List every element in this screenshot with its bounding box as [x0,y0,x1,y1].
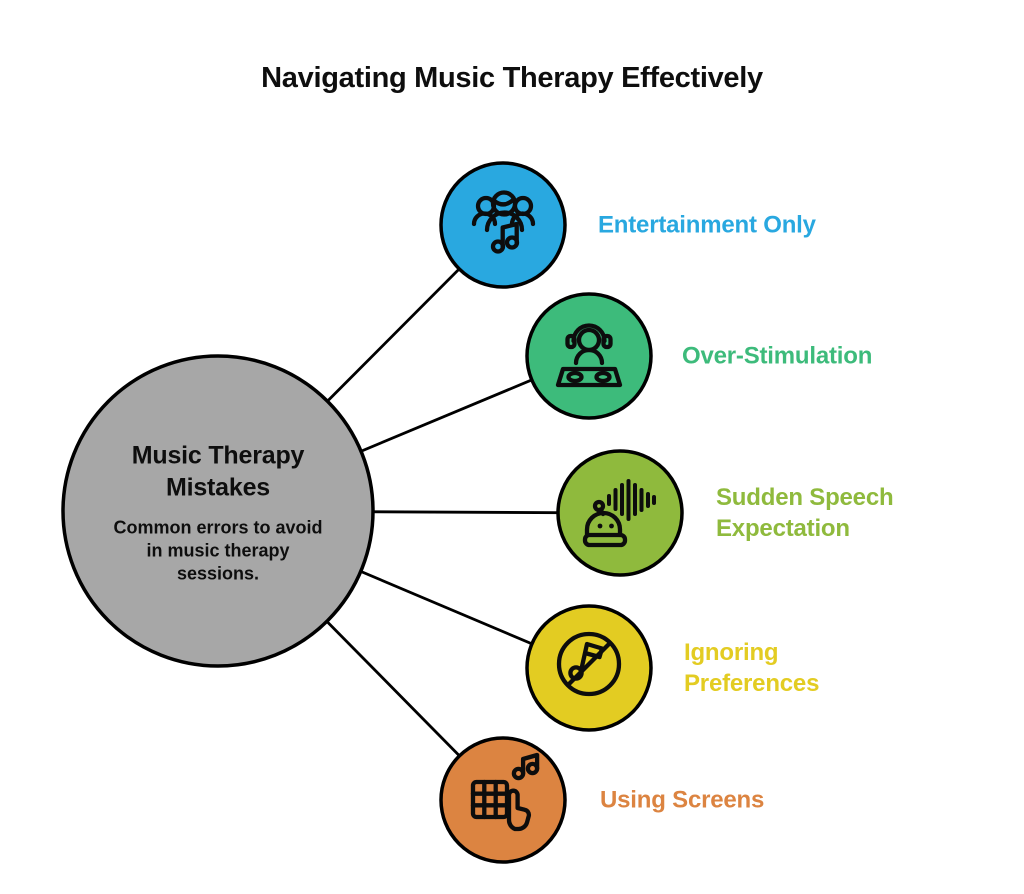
group-music-icon [471,190,536,254]
robot-speech-waveform-icon [582,479,656,548]
hand-pointer-shape [506,788,531,832]
node-circle-over-stimulation [525,292,653,420]
node-label-entertainment-only: Entertainment Only [598,211,816,239]
node-circle-ignoring-preferences [525,604,653,732]
center-title: Music Therapy Mistakes [131,441,305,501]
node-circle-entertainment-only [439,161,567,289]
node-circle-using-screens [439,736,567,864]
center-text-block: Music Therapy Mistakes Common errors to … [104,440,332,585]
node-label-sudden-speech: Sudden Speech Expectation [716,483,894,542]
no-music-icon [556,631,622,697]
node-label-over-stimulation: Over-Stimulation [682,342,873,370]
screen-touch-music-icon [470,752,540,832]
center-circle [61,354,375,668]
center-description: Common errors to avoid in music therapy … [113,517,323,584]
dj-mixer-icon [555,323,623,388]
page-title: Navigating Music Therapy Effectively [261,62,763,94]
node-label-ignoring-preferences: Ignoring Preferences [684,638,820,697]
node-label-using-screens: Using Screens [600,786,765,814]
